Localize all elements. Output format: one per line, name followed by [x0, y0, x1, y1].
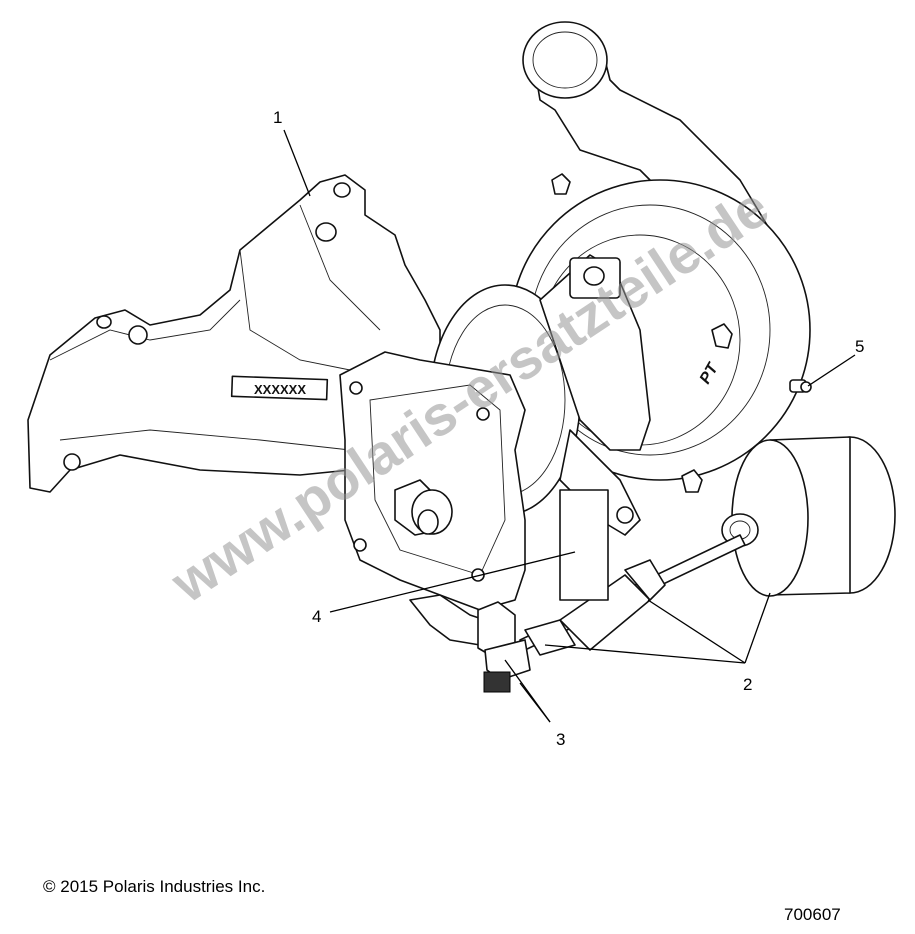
wastegate-arm [409, 594, 531, 693]
diagram-part-number: 700607 [784, 905, 841, 924]
turbine-flange [339, 351, 526, 611]
callout-2: 2 [743, 675, 753, 694]
copyright-notice: © 2015 Polaris Industries Inc. [43, 877, 266, 896]
leader-lines [283, 129, 856, 723]
callout-3: 3 [556, 730, 566, 749]
wastegate-actuator [721, 436, 896, 597]
part-marking: XXXXXX [254, 382, 306, 397]
actuator-rod [519, 534, 746, 656]
callout-4: 4 [312, 607, 322, 626]
exhaust-manifold: XXXXXX [27, 174, 441, 493]
callout-1: 1 [273, 108, 283, 127]
callout-5: 5 [855, 337, 865, 356]
fitting [789, 379, 812, 393]
